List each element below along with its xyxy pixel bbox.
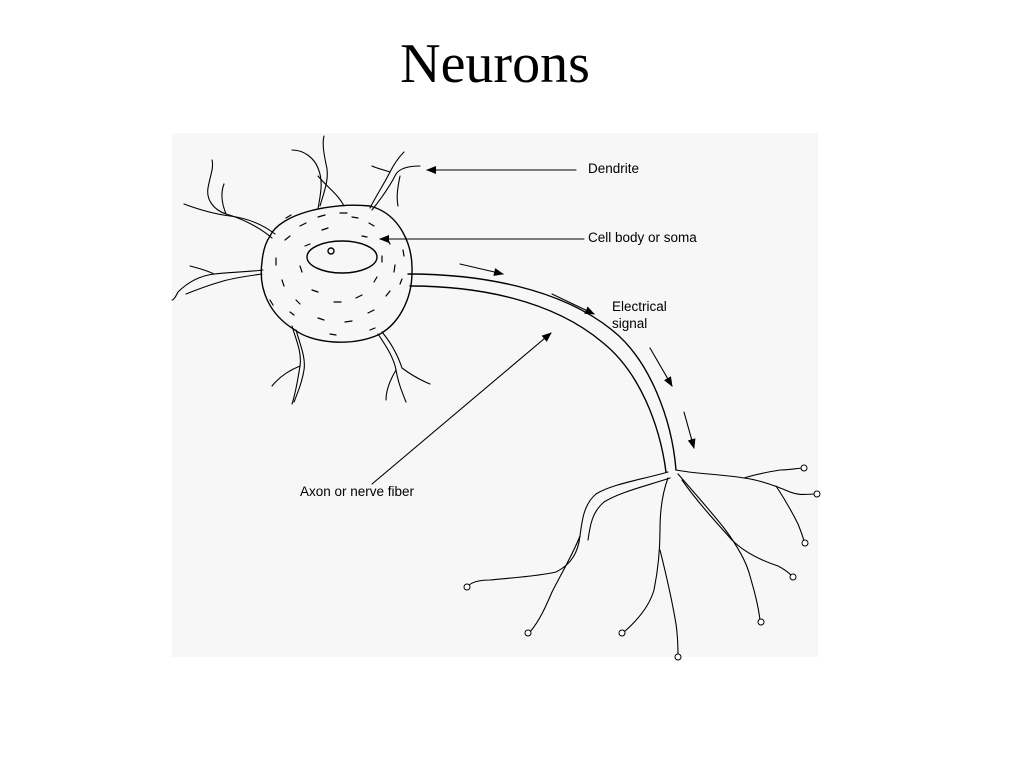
- slide-title: Neurons: [400, 33, 590, 95]
- axon: [407, 273, 677, 473]
- electrical-signal-label-line2: signal: [612, 316, 647, 331]
- axon-terminals: [463, 464, 821, 661]
- axon-label: Axon or nerve fiber: [300, 484, 415, 499]
- cytoplasm-granules: [269, 212, 405, 336]
- cell-body-label: Cell body or soma: [588, 230, 697, 245]
- dendrites: [171, 135, 431, 405]
- dendrite-label: Dendrite: [588, 161, 639, 176]
- electrical-signal-label-line1: Electrical: [612, 299, 667, 314]
- nucleus: [306, 240, 378, 274]
- axon-leader-arrow: [371, 332, 552, 485]
- figure-panel: [172, 133, 818, 657]
- signal-arrows: [459, 263, 696, 449]
